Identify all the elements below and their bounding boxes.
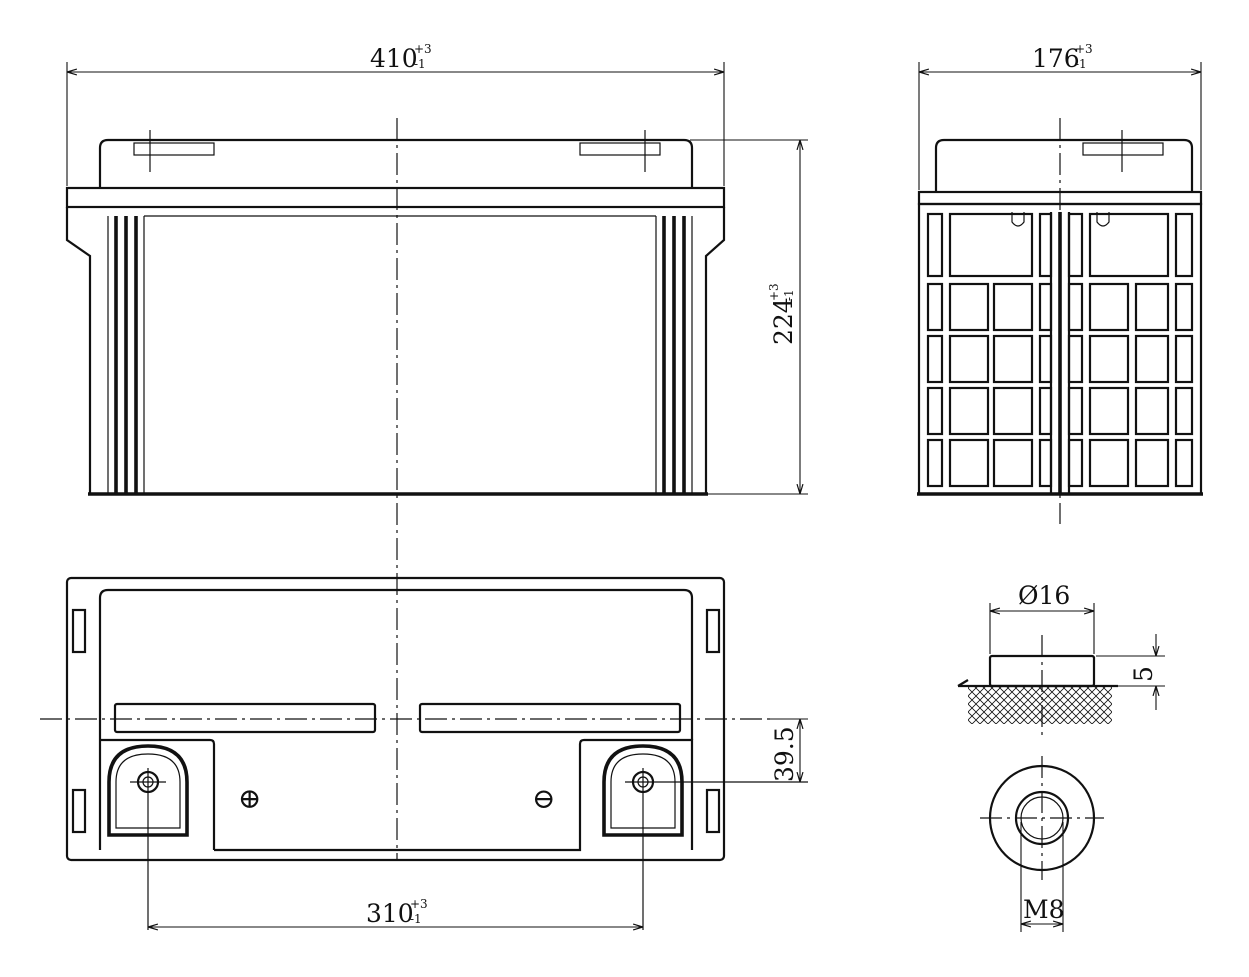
dimension-terminal-offset: 39.5: [770, 718, 808, 782]
grid-cell: [1067, 212, 1084, 278]
grid-cell: [1088, 282, 1130, 332]
grid-cell: [1174, 282, 1194, 332]
grid-cell: [1088, 334, 1130, 384]
width-value: 176: [1032, 44, 1080, 73]
height-tol-lower: -1: [782, 289, 796, 301]
grid-cell: [926, 334, 944, 384]
grid-cell: [1038, 282, 1053, 332]
grid-cell: [1088, 438, 1130, 488]
height-value: 224: [769, 297, 798, 345]
grid-cell: [1174, 212, 1194, 278]
grid-cell: [926, 386, 944, 436]
grid-cell: [1067, 438, 1084, 488]
grid-cell: [926, 212, 944, 278]
grid-cell: [1134, 438, 1170, 488]
grid-cell: [926, 282, 944, 332]
terminal-offset-value: 39.5: [770, 726, 799, 782]
grid-cell: [1174, 386, 1194, 436]
grid-cell: [1174, 334, 1194, 384]
grid-cell: [1134, 282, 1170, 332]
grid-cell: [1038, 212, 1053, 278]
grid-cell: [1088, 386, 1130, 436]
grid-cell: [992, 386, 1034, 436]
terminal-diameter-value: Ø16: [1018, 581, 1070, 610]
positive-symbol: ⊕: [238, 782, 261, 815]
grid-cell: [1088, 212, 1170, 278]
width-tol-lower: -1: [1075, 57, 1087, 71]
grid-cell: [1067, 282, 1084, 332]
front-view: [65, 130, 726, 496]
grid-cell: [1134, 386, 1170, 436]
terminal-spacing-tol-upper: +3: [410, 897, 428, 911]
grid-cell: [1038, 386, 1053, 436]
terminal-section-view: Ø16 5: [957, 581, 1165, 740]
grid-cell: [948, 386, 990, 436]
grid-cell: [948, 282, 990, 332]
grid-cell: [992, 282, 1034, 332]
grid-cell: [1067, 334, 1084, 384]
grid-cell: [948, 334, 990, 384]
width-tol-upper: +3: [1075, 42, 1093, 56]
dimension-terminal-spacing: 310 +3 -1: [148, 897, 643, 928]
grid-cell: [1067, 386, 1084, 436]
grid-cell: [992, 438, 1034, 488]
terminal-height-value: 5: [1129, 666, 1158, 682]
height-tol-upper: +3: [767, 283, 781, 301]
length-value: 410: [370, 44, 418, 73]
dimension-length: 410 +3 -1: [66, 42, 725, 186]
length-tol-upper: +3: [414, 42, 432, 56]
negative-symbol: ⊖: [532, 782, 555, 815]
grid-cell: [948, 212, 1034, 278]
grid-cell: [1038, 334, 1053, 384]
dimension-width: 176 +3 -1: [918, 42, 1202, 190]
terminal-spacing-tol-lower: -1: [410, 912, 422, 926]
grid-cell: [992, 334, 1034, 384]
grid-cell: [1134, 334, 1170, 384]
terminal-spacing-value: 310: [366, 899, 414, 928]
terminal-top-view: M8: [980, 756, 1104, 932]
grid-cell: [1174, 438, 1194, 488]
grid-cell: [948, 438, 990, 488]
grid-cell: [1038, 438, 1053, 488]
bolt-thread-value: M8: [1023, 895, 1065, 924]
grid-cell: [926, 438, 944, 488]
length-tol-lower: -1: [414, 57, 426, 71]
dimension-height: 224 +3 -1: [690, 139, 808, 495]
